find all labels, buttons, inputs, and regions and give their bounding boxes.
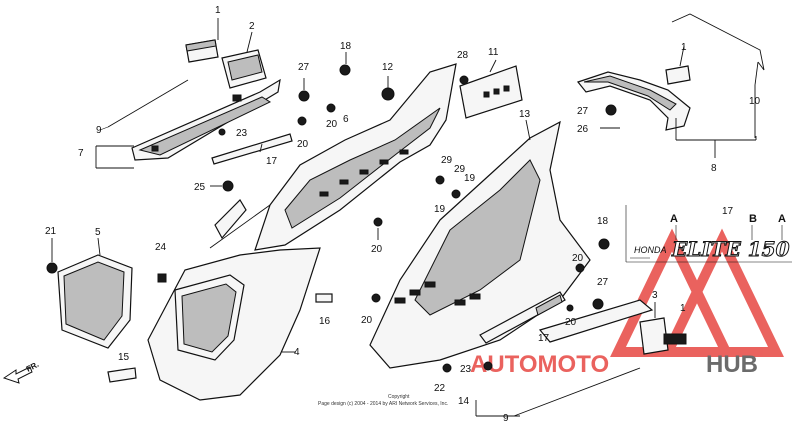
part-body-cover-6 (209, 63, 457, 251)
callout[interactable]: 6 (343, 114, 349, 125)
callout[interactable]: 28 (457, 50, 469, 61)
callout[interactable]: 19 (434, 204, 446, 215)
direction-arrow[interactable]: FR. (2, 360, 41, 384)
direction-label: FR. (25, 360, 41, 374)
callout[interactable]: A (670, 213, 678, 225)
callout[interactable]: 20 (565, 317, 577, 328)
callout[interactable]: 20 (572, 253, 584, 264)
part-grab-rail-8 (576, 65, 691, 131)
callout[interactable]: 7 (78, 148, 84, 159)
part-front-cover-4 (147, 247, 321, 401)
callout[interactable]: 27 (577, 106, 589, 117)
callout[interactable]: 23 (236, 128, 248, 139)
emblem: HONDA ELITE 150 (625, 205, 792, 263)
callout[interactable]: 8 (711, 163, 717, 174)
callout[interactable]: 20 (297, 139, 309, 150)
part-inner-box-5 (57, 254, 133, 349)
callout[interactable]: 18 (597, 216, 609, 227)
emblem-brand: HONDA (634, 245, 667, 255)
callout[interactable]: 20 (326, 119, 338, 130)
callout[interactable]: 23 (460, 364, 472, 375)
callout[interactable]: 29 (454, 164, 466, 175)
callout[interactable]: 15 (118, 352, 130, 363)
callout[interactable]: 20 (371, 244, 383, 255)
part-plate-11 (459, 65, 523, 119)
watermark-text-a: AUTOMOTO (470, 351, 609, 378)
watermark-logo: AUTOMOTO HUB (470, 228, 784, 378)
callout[interactable]: 17 (722, 206, 734, 217)
callout[interactable]: 19 (464, 173, 476, 184)
callout[interactable]: 1 (680, 303, 686, 314)
part-rail-7 (131, 78, 281, 161)
callout[interactable]: 18 (340, 41, 352, 52)
callout[interactable]: 4 (294, 347, 300, 358)
callout[interactable]: 3 (652, 290, 658, 301)
callout[interactable]: 27 (597, 277, 609, 288)
emblem-model: ELITE 150 (671, 237, 790, 261)
callout[interactable]: 11 (488, 47, 499, 58)
callout[interactable]: 10 (749, 96, 761, 107)
callout[interactable]: B (749, 213, 757, 225)
callout[interactable]: 27 (298, 62, 310, 73)
callout[interactable]: 12 (382, 62, 394, 73)
watermark-text-b: HUB (706, 351, 758, 378)
part-pad-1 (185, 39, 219, 63)
callout[interactable]: A (778, 213, 786, 225)
callout[interactable]: 16 (319, 316, 331, 327)
callout[interactable]: 13 (519, 109, 531, 120)
callout[interactable]: 9 (96, 125, 102, 136)
callout[interactable]: 21 (45, 226, 57, 237)
part-side-cover-13 (369, 120, 591, 369)
callouts: 1 2 27 18 12 28 11 1 10 9 7 23 17 20 20 … (45, 5, 786, 424)
callout[interactable]: 1 (681, 42, 687, 53)
callout[interactable]: 29 (441, 155, 453, 166)
callout[interactable]: 25 (194, 182, 206, 193)
copyright-line1: Copyright (388, 394, 410, 400)
callout[interactable]: 20 (361, 315, 373, 326)
callout[interactable]: 22 (434, 383, 446, 394)
callout[interactable]: 26 (577, 124, 589, 135)
callout[interactable]: 2 (249, 21, 255, 32)
callout[interactable]: 14 (458, 396, 470, 407)
callout[interactable]: 1 (215, 5, 221, 16)
callout[interactable]: 24 (155, 242, 167, 253)
callout[interactable]: 17 (266, 156, 278, 167)
callout[interactable]: 17 (538, 333, 550, 344)
callout[interactable]: 9 (503, 413, 509, 424)
part-pad-2 (221, 49, 267, 89)
callout[interactable]: 5 (95, 227, 101, 238)
copyright-line2: Page design (c) 2004 - 2014 by ARI Netwo… (318, 401, 448, 407)
